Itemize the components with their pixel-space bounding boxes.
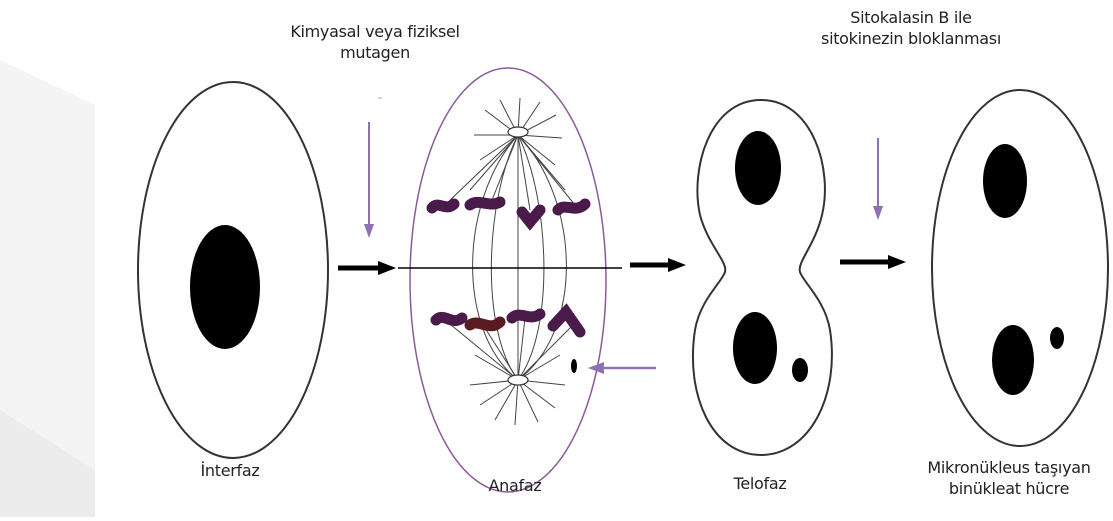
- arrow-interphase-to-anaphase: [338, 261, 396, 275]
- upper-centrosome: [508, 127, 528, 137]
- lagging-fragment: [571, 359, 577, 373]
- telophase-micronucleus: [792, 358, 808, 382]
- mutagen-arrow: [364, 122, 374, 238]
- binucleate-label-line2: binükleat hücre: [905, 478, 1113, 499]
- mutagen-label: Kimyasal veya fiziksel mutagen: [265, 21, 485, 63]
- binucleate-label-line1: Mikronükleus taşıyan: [905, 457, 1113, 478]
- anaphase-label: Anafaz: [455, 475, 575, 496]
- mutagen-label-line1: Kimyasal veya fiziksel: [265, 21, 485, 42]
- binucleate-label: Mikronükleus taşıyan binükleat hücre: [905, 457, 1113, 499]
- cytochalasin-label-line1: Sitokalasin B ile: [800, 7, 1022, 28]
- cytochalasin-label-line2: sitokinezin bloklanması: [800, 28, 1022, 49]
- cytochalasin-label: Sitokalasin B ile sitokinezin bloklanmas…: [800, 7, 1022, 49]
- mutagen-label-line2: mutagen: [265, 42, 485, 63]
- telophase-lower-nucleus: [733, 312, 777, 384]
- arrow-anaphase-to-telophase: [630, 258, 686, 272]
- lower-centrosome: [508, 375, 528, 385]
- telophase-upper-nucleus: [735, 131, 781, 205]
- binucleate-upper-nucleus: [983, 144, 1027, 218]
- binucleate-micronucleus: [1050, 327, 1064, 349]
- interphase-label: İnterfaz: [170, 460, 290, 481]
- interphase-nucleus: [190, 225, 260, 349]
- cytochalasin-arrow: [873, 138, 883, 220]
- binucleate-lower-nucleus: [992, 325, 1034, 395]
- arrow-telophase-to-binucleate: [840, 255, 906, 269]
- telophase-label: Telofaz: [700, 473, 820, 494]
